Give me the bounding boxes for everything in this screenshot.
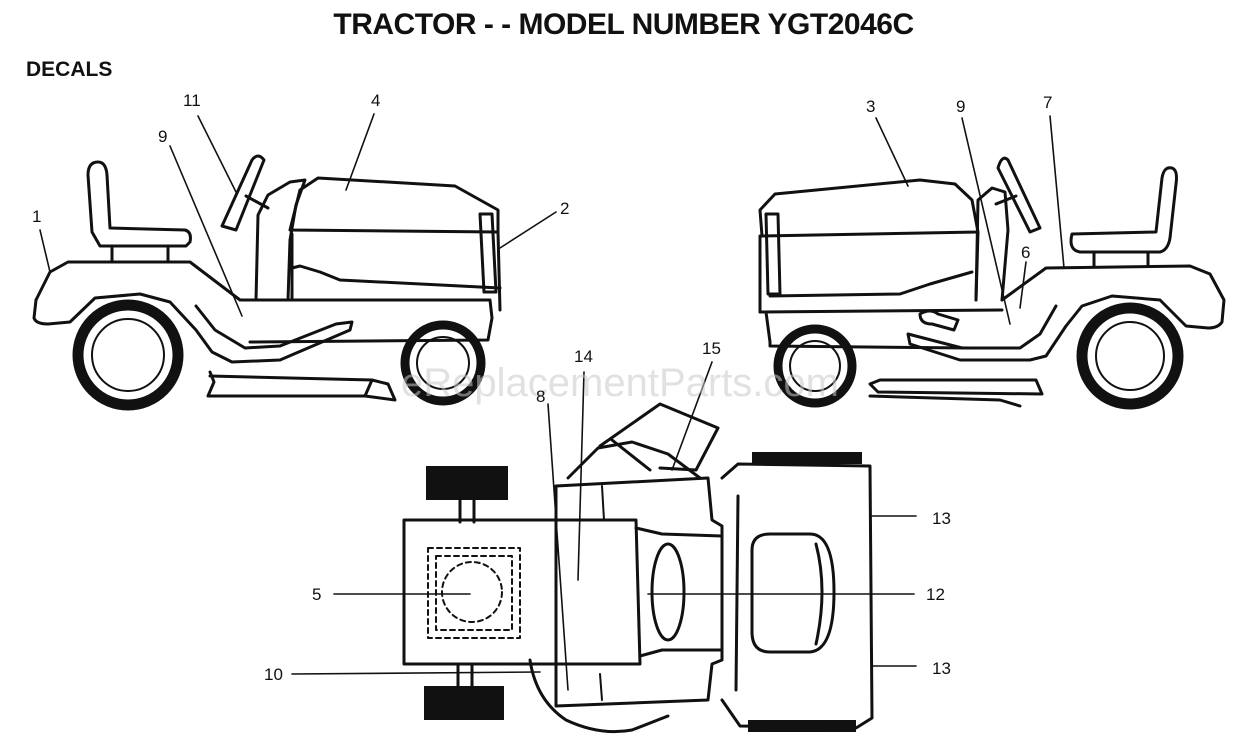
watermark-text: eReplacementParts.com (401, 361, 839, 405)
callout-3: 3 (866, 97, 875, 116)
tractor-top-view (402, 402, 874, 734)
tractor-left-side-view (32, 154, 502, 402)
callout-labels: 1 2 3 4 5 6 7 8 9 9 10 11 12 13 13 14 15 (32, 91, 1052, 684)
section-label: DECALS (26, 58, 113, 81)
leader-lines (39, 113, 1065, 691)
rear-wheel-left (72, 299, 184, 411)
callout-1: 1 (32, 207, 41, 226)
tractor-right-side-view (758, 156, 1226, 408)
callout-15: 15 (702, 339, 721, 358)
callout-9-left: 9 (158, 127, 167, 146)
callout-9-right: 9 (956, 97, 965, 116)
page-title: TRACTOR - - MODEL NUMBER YGT2046C (333, 8, 914, 41)
callout-11: 11 (183, 91, 201, 110)
callout-13-top: 13 (932, 509, 951, 528)
callout-12: 12 (926, 585, 945, 604)
callout-10: 10 (264, 665, 283, 684)
callout-8: 8 (536, 387, 545, 406)
callout-5: 5 (312, 585, 321, 604)
front-wheel-left (400, 320, 486, 406)
callout-2: 2 (560, 199, 569, 218)
callout-4: 4 (371, 91, 380, 110)
callout-13-bottom: 13 (932, 659, 951, 678)
callout-14: 14 (574, 347, 593, 366)
callout-7: 7 (1043, 93, 1052, 112)
front-wheel-right (773, 324, 857, 408)
rear-wheel-right (1076, 302, 1184, 410)
callout-6: 6 (1021, 243, 1030, 262)
